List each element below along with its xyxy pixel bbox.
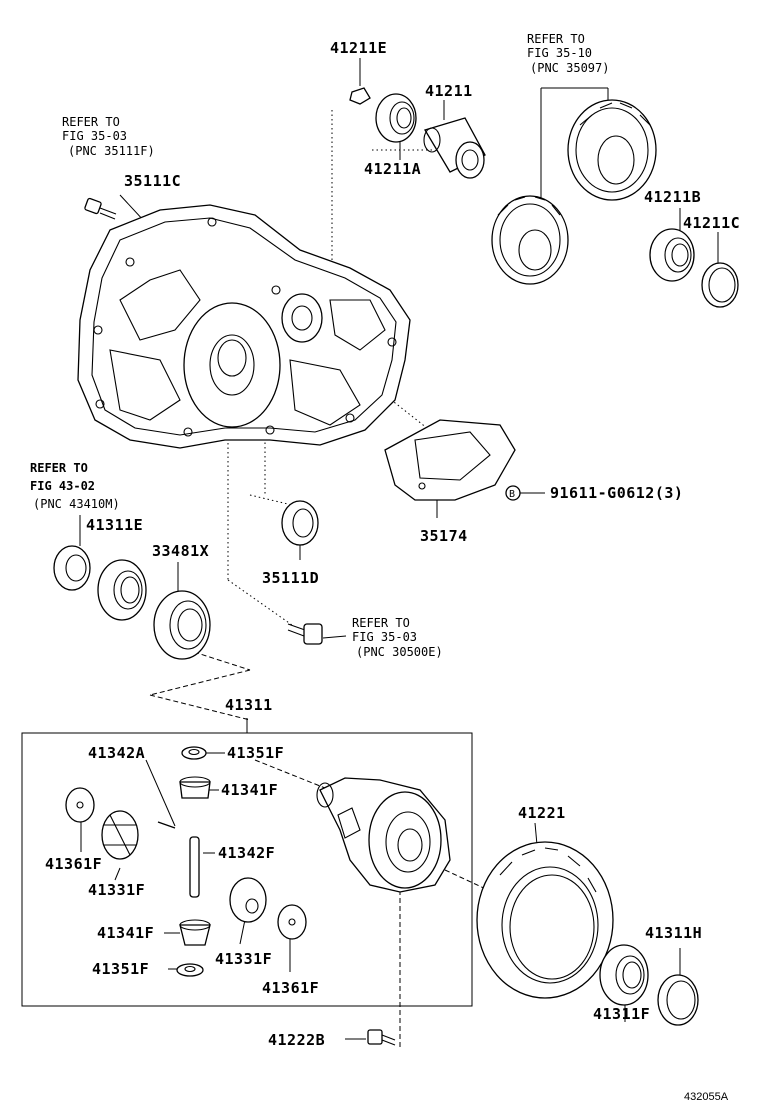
shaft-41211 [423,117,486,179]
figure-id: 432055A [684,1091,729,1103]
label-41311F: 41311F [593,1005,650,1023]
gear-35097-upper [567,99,657,201]
svg-text:FIG 35-03: FIG 35-03 [62,129,127,143]
gear-41341F-top [179,776,211,799]
label-91611: 91611-G0612(3) [550,484,683,502]
ref-fig-35-03-top: REFER TO FIG 35-03 (PNC 35111F) [62,115,155,158]
svg-text:(PNC 35111F): (PNC 35111F) [68,144,155,158]
part-labels: 41211E 41211 41211A 41211B 41211C 35111C… [45,39,740,1049]
housing-bolt [84,197,117,220]
gear-35097-lower [491,195,569,285]
svg-text:REFER TO: REFER TO [527,32,585,46]
label-41361F-left: 41361F [45,855,102,873]
label-41211B: 41211B [644,188,701,206]
ring-41211C [701,262,739,308]
seal-35111D [281,500,319,546]
seal-41311E [53,545,91,591]
differential-box [21,732,473,1007]
label-41341F-top: 41341F [221,781,278,799]
svg-text:REFER TO: REFER TO [352,616,410,630]
washer-41361F-left [65,787,95,823]
svg-text:FIG 35-03: FIG 35-03 [352,630,417,644]
differential-case [316,777,451,893]
label-41311E: 41311E [86,516,143,534]
label-41311H: 41311H [645,924,702,942]
washer-41351F-bottom [176,963,204,977]
transaxle-housing [77,204,411,449]
svg-text:FIG 35-10: FIG 35-10 [527,46,592,60]
label-41211E: 41211E [330,39,387,57]
gear-41331F-left [101,810,139,860]
svg-text:(PNC 30500E): (PNC 30500E) [356,645,443,659]
label-41311: 41311 [225,696,273,714]
label-33481X: 33481X [152,542,209,560]
ring-41311H [657,974,699,1026]
washer-41361F-right [277,904,307,940]
shaft-41342F [189,836,200,898]
label-35174: 35174 [420,527,468,545]
circle-b-letter: B [509,489,515,500]
label-41211C: 41211C [683,214,740,232]
cover-35174 [384,419,521,501]
ring-gear-41221 [476,841,614,999]
ring-33481X [153,590,211,660]
gear-41331F-bottom [229,877,267,923]
plug-41211E [349,87,371,105]
label-41211: 41211 [425,82,473,100]
bolt-30500E [287,623,323,645]
label-35111D: 35111D [262,569,319,587]
bearing-41311F [599,944,649,1006]
label-35111C: 35111C [124,172,181,190]
label-41211A: 41211A [364,160,421,178]
label-41361F-right: 41361F [262,979,319,997]
svg-text:(PNC 43410M): (PNC 43410M) [33,497,120,511]
svg-text:FIG 43-02: FIG 43-02 [30,479,95,493]
ref-fig-35-03-bottom: REFER TO FIG 35-03 (PNC 30500E) [352,616,443,659]
label-41351F-bottom: 41351F [92,960,149,978]
washer-41351F-top [181,746,207,760]
svg-text:(PNC 35097): (PNC 35097) [530,61,609,75]
ref-fig-43-02: REFER TO FIG 43-02 (PNC 43410M) [30,461,120,511]
svg-text:REFER TO: REFER TO [62,115,120,129]
label-41342F: 41342F [218,844,275,862]
label-41331F-left: 41331F [88,881,145,899]
label-41342A: 41342A [88,744,145,762]
bearing-41311-left [97,559,147,621]
bolt-41222B [367,1029,396,1046]
label-41351F-top: 41351F [227,744,284,762]
housing-bolt-holes [93,217,397,437]
label-41331F-bottom: 41331F [215,950,272,968]
bearing-41211A-top [375,93,417,143]
bearing-41211B [649,228,695,282]
gear-41341F-bottom [179,919,211,946]
pin-41342A [157,821,176,829]
label-41221: 41221 [518,804,566,822]
label-41341F-bottom: 41341F [97,924,154,942]
svg-text:REFER TO: REFER TO [30,461,88,475]
label-41222B: 41222B [268,1031,325,1049]
ref-fig-35-10: REFER TO FIG 35-10 (PNC 35097) [527,32,609,75]
